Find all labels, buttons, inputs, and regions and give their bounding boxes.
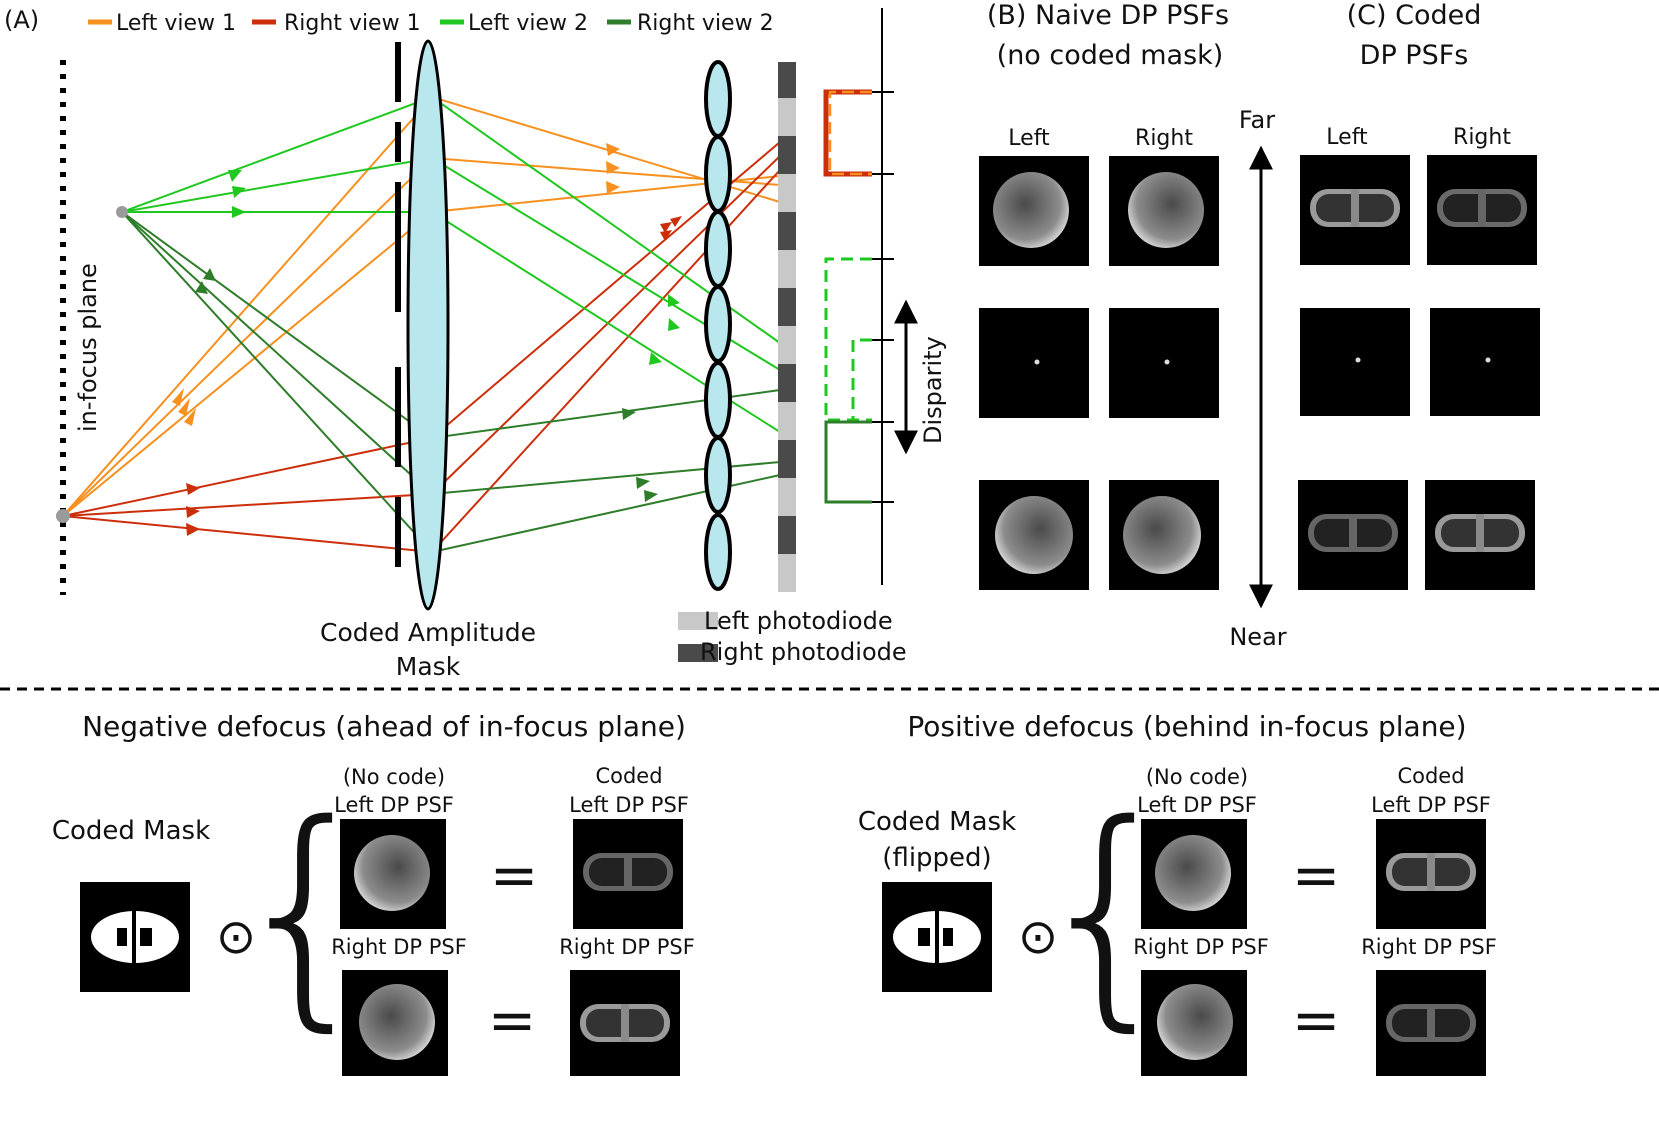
positive-left-psf-label: Left DP PSF: [1137, 793, 1257, 817]
negative-coded-mask-shape: [91, 911, 179, 963]
point-source-near: [56, 509, 70, 523]
arrows-left-view-2: [228, 170, 680, 365]
negative-no-code: (No code): [343, 765, 445, 789]
positive-equals-2: =: [1292, 986, 1341, 1054]
left-photodiode-swatch: [678, 612, 718, 630]
panel-c-title-2: DP PSFs: [1360, 40, 1469, 71]
bracket-right-view-1: [823, 89, 872, 177]
left-photodiode-label: Left photodiode: [704, 607, 893, 635]
naive-left-focus: [979, 308, 1089, 418]
panel-b-right-header: Right: [1135, 126, 1193, 151]
far-label: Far: [1239, 106, 1275, 134]
arrows-left-view-1: [172, 143, 620, 426]
mask-label-2: Mask: [396, 652, 461, 681]
negative-left-psf-label: Left DP PSF: [334, 793, 454, 817]
panel-a: (A) Left view 1 Right view 1 Left view 2…: [4, 6, 947, 681]
coded-right-far-shape: [1437, 189, 1527, 227]
negative-right-psf-disk: [359, 984, 435, 1060]
positive-coded-mask-shape: [893, 911, 981, 963]
bracket-left-view-1: [828, 90, 872, 176]
coded-right-near-shape: [1435, 514, 1525, 552]
arrows-right-view-2: [195, 268, 658, 502]
panel-c: (C) Coded DP PSFs Left Right: [1298, 0, 1540, 590]
positive-heading: Positive defocus (behind in-focus plane): [907, 710, 1466, 743]
negative-coded-left-shape: [583, 853, 673, 891]
negative-mask-label: Coded Mask: [52, 816, 210, 846]
panel-c-title-1: (C) Coded: [1347, 0, 1482, 31]
naive-left-far-disk: [993, 172, 1069, 248]
positive-odot: ⊙: [1018, 909, 1058, 965]
naive-right-far-disk: [1128, 172, 1204, 248]
positive-right-psf-label: Right DP PSF: [1133, 935, 1269, 959]
negative-coded-left-label: Left DP PSF: [569, 793, 689, 817]
positive-coded-left-label: Left DP PSF: [1371, 793, 1491, 817]
negative-coded-right-label: Right DP PSF: [559, 935, 695, 959]
legend-left-view-1: Left view 1: [116, 11, 236, 36]
coded-right-focus-dot: [1485, 357, 1491, 363]
panel-c-right-header: Right: [1453, 125, 1511, 150]
naive-right-focus-dot: [1164, 359, 1170, 365]
right-photodiode-label: Right photodiode: [700, 638, 907, 666]
legend: Left view 1 Right view 1 Left view 2 Rig…: [88, 11, 774, 36]
positive-left-psf-disk: [1155, 835, 1231, 911]
microlens-array: [704, 60, 732, 591]
coded-right-focus: [1430, 308, 1540, 416]
positive-right-psf-disk: [1157, 984, 1233, 1060]
depth-scale-ticks: [872, 91, 894, 503]
negative-equals-1: =: [490, 841, 539, 909]
arrows-right-view-1: [186, 216, 682, 536]
near-label: Near: [1229, 623, 1286, 651]
panel-b: (B) Naive DP PSFs (no coded mask) Left R…: [979, 0, 1229, 590]
disparity-label: Disparity: [919, 336, 947, 444]
depth-axis: Far Near: [1229, 106, 1286, 651]
panel-a-label: (A): [4, 6, 39, 34]
right-photodiode-swatch: [678, 644, 718, 662]
naive-left-near-disk: [995, 496, 1073, 574]
positive-coded-right-shape: [1386, 1004, 1476, 1042]
panel-b-title-2: (no coded mask): [997, 40, 1224, 71]
positive-equals-1: =: [1292, 841, 1341, 909]
naive-left-focus-dot: [1034, 359, 1040, 365]
coded-left-near-shape: [1308, 514, 1398, 552]
negative-right-psf-label: Right DP PSF: [331, 935, 467, 959]
panel-b-left-header: Left: [1008, 126, 1050, 151]
coded-left-focus: [1300, 308, 1410, 416]
positive-coded-label: Coded: [1397, 764, 1464, 788]
positive-coded-left-shape: [1386, 853, 1476, 891]
positive-mask-label-1: Coded Mask: [858, 807, 1016, 837]
rays-right-view-2: [121, 211, 781, 554]
positive-coded-right-label: Right DP PSF: [1361, 935, 1497, 959]
positive-mask-label-2: (flipped): [882, 843, 991, 873]
positive-defocus-section: Positive defocus (behind in-focus plane)…: [858, 710, 1497, 1076]
main-lens: [406, 39, 450, 611]
negative-defocus-section: Negative defocus (ahead of in-focus plan…: [52, 710, 695, 1076]
naive-right-near-disk: [1123, 496, 1201, 574]
photodiode-strip: [778, 62, 796, 592]
coded-left-focus-dot: [1355, 357, 1361, 363]
mask-label-1: Coded Amplitude: [320, 618, 536, 647]
legend-left-view-2: Left view 2: [468, 11, 588, 36]
negative-left-psf-disk: [354, 835, 430, 911]
negative-coded-label: Coded: [595, 764, 662, 788]
panel-c-left-header: Left: [1326, 125, 1368, 150]
positive-no-code: (No code): [1146, 765, 1248, 789]
legend-right-view-2: Right view 2: [637, 11, 774, 36]
negative-equals-2: =: [488, 986, 537, 1054]
negative-coded-right-shape: [580, 1004, 670, 1042]
negative-odot: ⊙: [216, 909, 256, 965]
bracket-right-view-2: [824, 420, 872, 504]
rays-left-view-2: [121, 95, 781, 433]
in-focus-plane-label: in-focus plane: [74, 263, 102, 432]
bracket-left-view-2: [824, 257, 872, 422]
naive-right-focus: [1109, 308, 1219, 418]
negative-heading: Negative defocus (ahead of in-focus plan…: [82, 710, 686, 743]
point-source-far: [116, 206, 128, 218]
bracket-left-view-2b: [851, 338, 872, 420]
legend-right-view-1: Right view 1: [284, 11, 421, 36]
coded-left-far-shape: [1310, 189, 1400, 227]
panel-b-title-1: (B) Naive DP PSFs: [987, 0, 1229, 31]
